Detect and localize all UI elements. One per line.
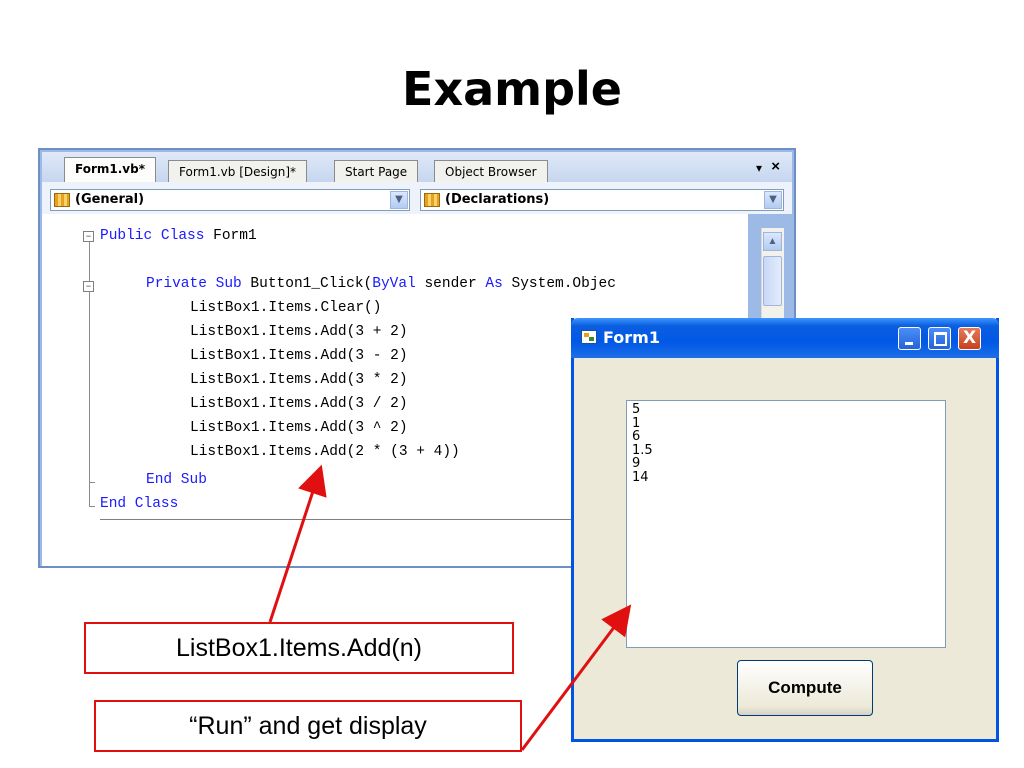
editor-margin (42, 214, 76, 566)
outline-end (89, 482, 95, 483)
tab-form1-design[interactable]: Form1.vb [Design]* (168, 160, 308, 183)
code-text: System.Objec (502, 276, 616, 292)
navigation-bar: (General) ▼ (Declarations) ▼ (42, 182, 792, 214)
list-item[interactable]: 5 (632, 402, 641, 417)
list-item[interactable]: 1.5 (632, 442, 653, 458)
code-line: End Sub (146, 472, 207, 488)
form-icon (581, 330, 597, 344)
code-line: ListBox1.Items.Clear() (190, 300, 382, 316)
keyword: Public (100, 228, 153, 244)
minimize-icon[interactable] (898, 327, 921, 350)
form1-title: Form1 (603, 328, 660, 347)
keyword: ByVal (372, 276, 416, 292)
outline-line (89, 236, 90, 282)
keyword: As (485, 276, 503, 292)
class-combo-value: (General) (75, 192, 145, 207)
method-icon (424, 193, 440, 207)
close-icon[interactable]: × (771, 158, 780, 175)
keyword: Private (146, 276, 207, 292)
code-line: Private Sub Button1_Click(ByVal sender A… (146, 276, 616, 292)
slide-title: Example (402, 62, 622, 116)
collapse-icon[interactable]: − (83, 231, 94, 242)
code-text: Form1 (204, 228, 257, 244)
method-name-combo[interactable]: (Declarations) ▼ (420, 189, 784, 211)
code-line: End Class (100, 496, 179, 512)
maximize-icon[interactable] (928, 327, 951, 350)
class-icon (54, 193, 70, 207)
scroll-up-icon[interactable]: ▲ (763, 232, 782, 251)
keyword: Sub (215, 276, 242, 292)
outline-line (89, 484, 90, 506)
tab-list-dropdown-icon[interactable]: ▾ (755, 161, 762, 175)
method-combo-value: (Declarations) (445, 192, 550, 207)
chevron-down-icon[interactable]: ▼ (764, 191, 782, 209)
tab-start-page[interactable]: Start Page (334, 160, 419, 183)
code-line: ListBox1.Items.Add(3 * 2) (190, 372, 408, 388)
close-window-icon[interactable]: X (958, 327, 981, 350)
code-text: Button1_Click( (241, 276, 373, 292)
arrow-to-code (268, 464, 327, 623)
list-item[interactable]: 1 (632, 415, 641, 431)
tab-form1-vb[interactable]: Form1.vb* (64, 157, 156, 183)
list-item[interactable]: 14 (632, 469, 649, 485)
form1-title-bar[interactable]: Form1 X (571, 318, 999, 358)
separator-line (100, 519, 720, 520)
compute-button[interactable]: Compute (737, 660, 873, 716)
outline-end (89, 506, 95, 507)
outline-line (89, 292, 90, 484)
callout-run: “Run” and get display (94, 700, 522, 752)
keyword: Class (160, 228, 205, 244)
class-name-combo[interactable]: (General) ▼ (50, 189, 410, 211)
form1-window: Form1 X 5 1 6 1.5 9 14 Compute (571, 318, 999, 742)
tab-object-browser[interactable]: Object Browser (434, 160, 548, 183)
arrow-to-listbox (520, 604, 632, 751)
scrollbar-thumb[interactable] (763, 256, 782, 306)
code-line: ListBox1.Items.Add(3 + 2) (190, 324, 408, 340)
code-text: sender (415, 276, 486, 292)
listbox1[interactable]: 5 1 6 1.5 9 14 (626, 400, 946, 648)
list-item[interactable]: 9 (632, 456, 641, 472)
collapse-icon[interactable]: − (83, 281, 94, 292)
document-tab-bar: Form1.vb* Form1.vb [Design]* Start Page … (42, 152, 792, 183)
code-line: ListBox1.Items.Add(3 ^ 2) (190, 420, 408, 436)
code-line: ListBox1.Items.Add(2 * (3 + 4)) (190, 444, 460, 460)
chevron-down-icon[interactable]: ▼ (390, 191, 408, 209)
code-line: Public Class Form1 (100, 228, 257, 244)
code-line: ListBox1.Items.Add(3 - 2) (190, 348, 408, 364)
callout-add-method: ListBox1.Items.Add(n) (84, 622, 514, 674)
list-item[interactable]: 6 (632, 429, 641, 445)
code-line: ListBox1.Items.Add(3 / 2) (190, 396, 408, 412)
